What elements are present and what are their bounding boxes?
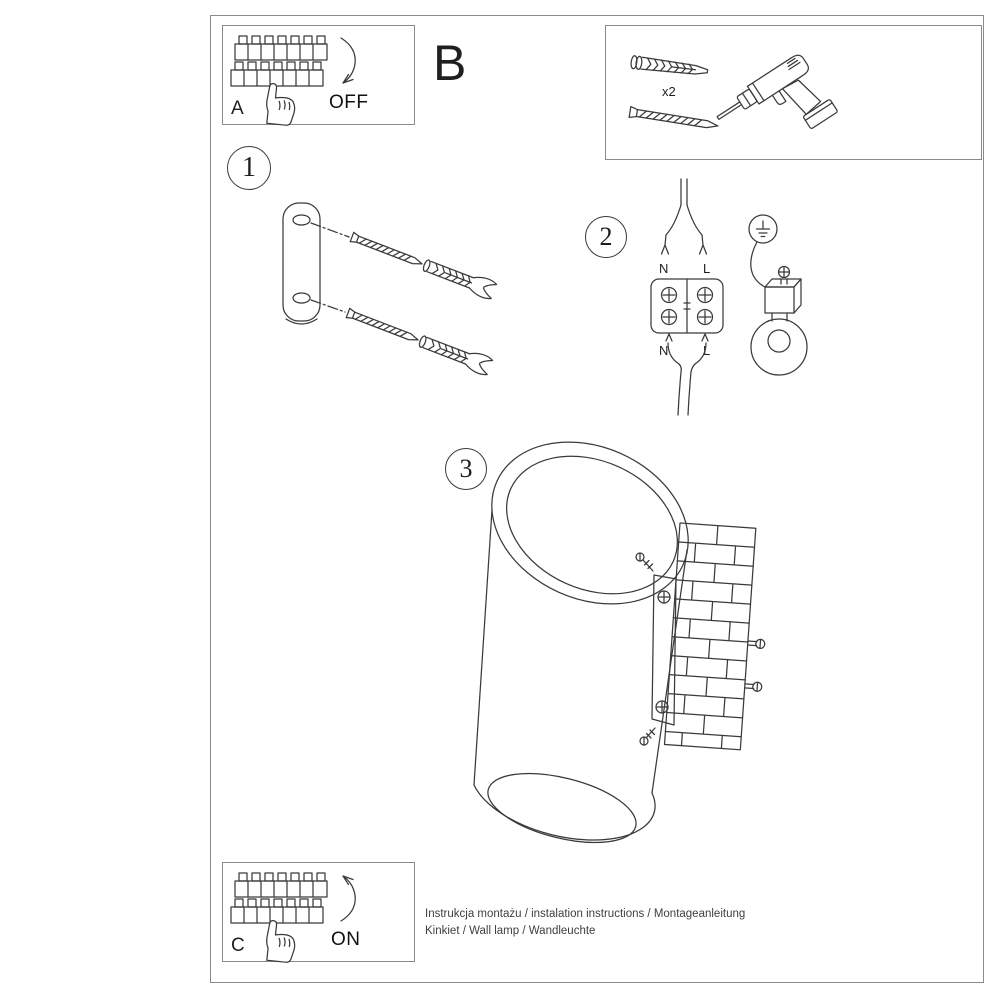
step-2-badge: 2 — [585, 216, 627, 258]
mounting-bracket — [282, 202, 321, 325]
step-1-badge: 1 — [227, 146, 271, 190]
terminal-block — [650, 278, 724, 334]
panel-a: A OFF — [222, 25, 415, 127]
plate-screw-top — [747, 638, 766, 650]
terminal-label-n-bottom: N — [659, 343, 668, 358]
ground-symbol-icon — [748, 214, 778, 244]
guide-line-top — [310, 222, 350, 238]
breaker-on-illustration — [230, 872, 356, 964]
terminal-label-n-top: N — [659, 261, 668, 276]
guide-line-bottom — [310, 299, 346, 313]
step-2-number: 2 — [599, 222, 613, 251]
step-3-illustration — [473, 441, 766, 844]
footer-line-1: Instrukcja montażu / instalation instruc… — [425, 908, 746, 920]
footer-line-2: Kinkiet / Wall lamp / Wandleuchte — [425, 925, 596, 937]
screw-icon — [628, 105, 719, 129]
section-b-label: B — [433, 35, 467, 91]
plate-screw-bottom — [744, 681, 763, 692]
outer-border — [210, 15, 984, 983]
output-wires — [665, 333, 709, 416]
step-1-number: 1 — [242, 152, 256, 183]
step-1-illustration — [282, 202, 498, 378]
step-2-illustration: N L N L — [650, 178, 808, 416]
terminal-label-l-top: L — [703, 261, 710, 276]
lamp-body — [473, 509, 688, 844]
brick-pattern — [664, 525, 756, 750]
mains-cable — [660, 178, 708, 255]
breaker-off-illustration — [230, 35, 356, 127]
drill-icon — [716, 54, 838, 129]
arrow-up-icon — [340, 875, 356, 922]
wall-plate — [663, 522, 766, 751]
terminal-label-l-bottom: L — [703, 343, 710, 358]
arrow-down-icon — [340, 37, 356, 84]
panel-a-label: A — [231, 98, 244, 119]
ground-clamp — [750, 241, 808, 376]
lamp-opening — [491, 441, 689, 605]
panel-c: C ON — [222, 862, 415, 964]
step-3-number: 3 — [459, 454, 473, 483]
panel-a-state: OFF — [329, 92, 369, 113]
footer: Instrukcja montażu / instalation instruc… — [425, 906, 745, 940]
wall-anchor-icon — [630, 55, 709, 75]
panel-c-label: C — [231, 935, 245, 956]
mounting-bracket-strip — [651, 574, 677, 726]
fastener-screw-top — [635, 552, 654, 572]
panel-c-state: ON — [331, 929, 361, 950]
screw-anchor-top — [347, 227, 498, 302]
fastener-screw-bottom — [639, 727, 656, 746]
tools-illustration: x2 — [628, 54, 838, 129]
step-3-badge: 3 — [445, 448, 487, 490]
panel-b: x2 — [605, 25, 982, 160]
anchor-quantity-label: x2 — [662, 84, 676, 99]
screw-anchor-bottom — [343, 303, 494, 378]
